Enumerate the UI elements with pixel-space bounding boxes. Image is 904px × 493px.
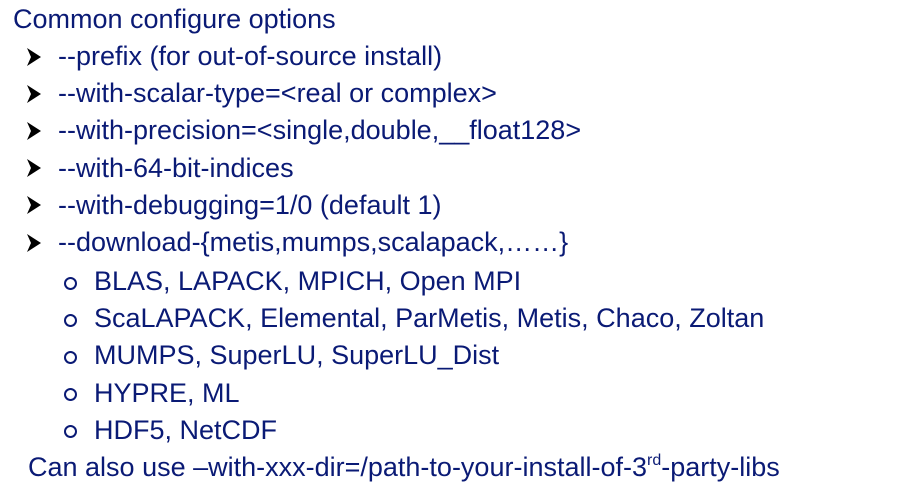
package-item: HYPRE, ML [64, 375, 764, 412]
options-list: --prefix (for out-of-source install) --w… [27, 38, 581, 261]
option-item: --download-{metis,mumps,scalapack,……} [27, 224, 581, 261]
hollow-circle-icon [64, 313, 77, 327]
package-item: HDF5, NetCDF [64, 412, 764, 449]
package-item: BLAS, LAPACK, MPICH, Open MPI [64, 263, 764, 300]
footer-superscript: rd [647, 452, 662, 469]
arrowhead-icon [27, 121, 41, 140]
arrowhead-icon [27, 196, 41, 215]
package-item: MUMPS, SuperLU, SuperLU_Dist [64, 337, 764, 374]
hollow-circle-icon [64, 388, 77, 402]
hollow-circle-icon [64, 425, 77, 439]
option-text: --with-64-bit-indices [58, 152, 294, 183]
footer-text-after: -party-libs [661, 452, 780, 482]
arrowhead-icon [27, 159, 41, 178]
package-text: HYPRE, ML [94, 377, 240, 408]
packages-list: BLAS, LAPACK, MPICH, Open MPI ScaLAPACK,… [64, 263, 764, 449]
option-item: --with-debugging=1/0 (default 1) [27, 187, 581, 224]
option-text: --prefix (for out-of-source install) [58, 41, 443, 72]
arrowhead-icon [27, 233, 41, 252]
option-text: --with-debugging=1/0 (default 1) [58, 189, 442, 220]
footer-note: Can also use –with-xxx-dir=/path-to-your… [28, 449, 780, 485]
option-text: --with-scalar-type=<real or complex> [58, 78, 497, 109]
footer-text-before: Can also use –with-xxx-dir=/path-to-your… [28, 452, 647, 482]
package-item: ScaLAPACK, Elemental, ParMetis, Metis, C… [64, 300, 764, 337]
option-item: --with-scalar-type=<real or complex> [27, 75, 581, 112]
option-text: --download-{metis,mumps,scalapack,……} [58, 227, 569, 258]
option-item: --with-64-bit-indices [27, 150, 581, 187]
hollow-circle-icon [64, 350, 77, 364]
option-item: --prefix (for out-of-source install) [27, 38, 581, 75]
package-text: HDF5, NetCDF [94, 414, 278, 445]
package-text: MUMPS, SuperLU, SuperLU_Dist [94, 340, 500, 371]
arrowhead-icon [27, 47, 41, 66]
arrowhead-icon [27, 84, 41, 103]
option-text: --with-precision=<single,double,__float1… [58, 115, 582, 146]
option-item: --with-precision=<single,double,__float1… [27, 112, 581, 149]
hollow-circle-icon [64, 276, 77, 290]
slide-heading: Common configure options [13, 4, 336, 34]
package-text: BLAS, LAPACK, MPICH, Open MPI [94, 266, 522, 297]
package-text: ScaLAPACK, Elemental, ParMetis, Metis, C… [94, 303, 765, 334]
